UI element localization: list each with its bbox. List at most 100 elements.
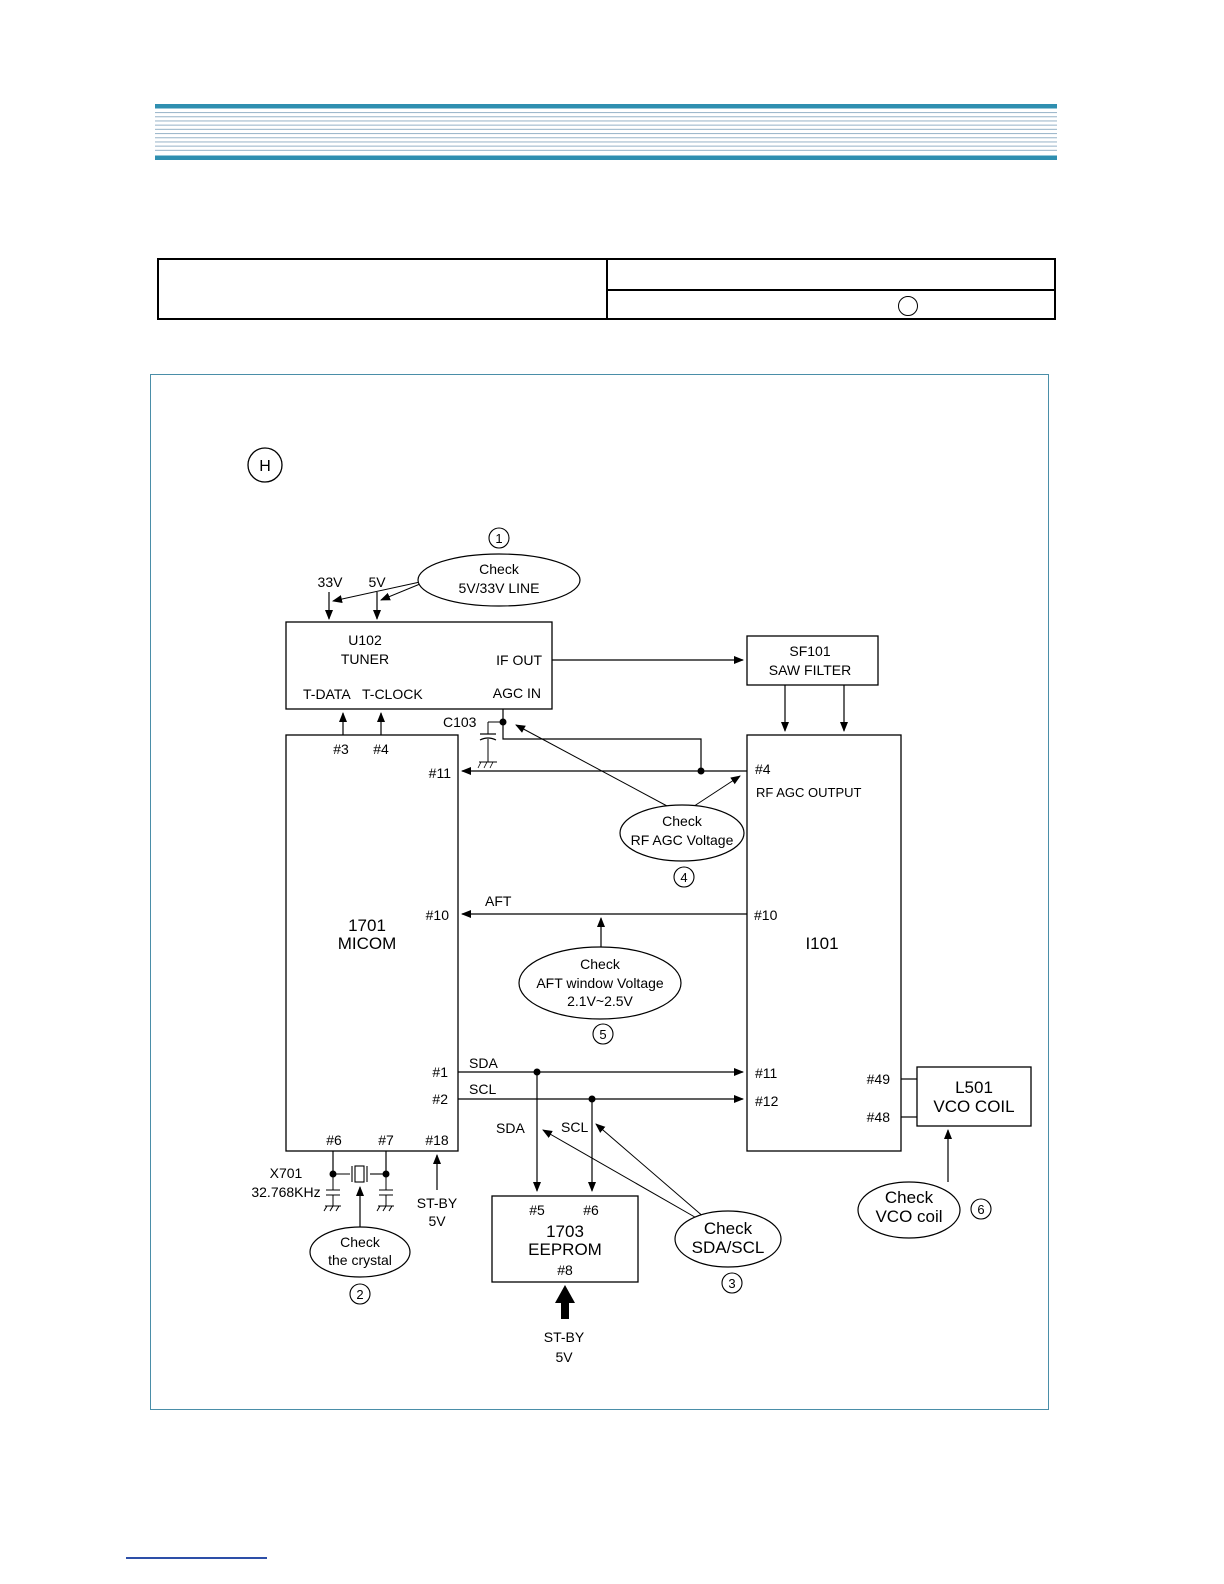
check-1-number: 1 [495,531,502,546]
check-1-line-1: Check [479,561,520,577]
micom-pin-10: #10 [426,907,450,923]
check-2-bubble [309,1226,411,1278]
tuner-t-clock: T-CLOCK [362,686,423,702]
header-stripe [155,128,1057,130]
i101-pin-11: #11 [755,1065,778,1081]
tuner-if-out: IF OUT [496,652,542,668]
eeprom-stby: ST-BY [544,1329,585,1345]
micom-name: MICOM [338,934,397,953]
check-4-number-circle [673,866,695,888]
check-4-line-2: RF AGC Voltage [631,832,734,848]
micom-pin-3: #3 [333,741,349,757]
vco-name: VCO COIL [933,1097,1014,1116]
vco-coil-block [916,1066,1032,1127]
eeprom-scl-label: SCL [561,1119,588,1135]
micom-block [285,734,459,1152]
header-stripe [155,145,1057,147]
header-stripe [155,141,1057,143]
tuner-ref: U102 [348,632,382,648]
header-stripe [155,116,1057,118]
check-1-line-2: 5V/33V LINE [459,580,540,596]
check-6-number-circle [970,1198,992,1220]
header-stripe [155,133,1057,135]
footer-rule [126,1557,267,1559]
check-2-number-circle [349,1283,371,1305]
i101-pin-48: #48 [867,1109,891,1125]
check-3-number-circle [721,1272,743,1294]
i101-block [746,734,902,1152]
check-4-number: 4 [680,870,687,885]
micom-pin-1: #1 [432,1064,448,1080]
check-6-bubble [857,1181,961,1239]
check-4-bubble [619,804,745,862]
micom-ref: 1701 [348,916,386,935]
micom-stby: ST-BY [417,1195,458,1211]
tuner-t-data: T-DATA [303,686,351,702]
eeprom-pin-5: #5 [529,1202,545,1218]
diagram-frame [150,374,1049,1410]
check-5-line-3: 2.1V~2.5V [567,993,633,1009]
micom-pin-6: #6 [326,1132,342,1148]
check-6-line-1: Check [885,1188,934,1207]
check-6-line-2: VCO coil [875,1207,942,1226]
saw-filter-block [746,635,879,686]
saw-ref: SF101 [789,643,830,659]
micom-pin-7: #7 [378,1132,394,1148]
eeprom-block [491,1195,639,1283]
check-5-line-2: AFT window Voltage [536,975,664,991]
eeprom-name: EEPROM [528,1240,602,1259]
header-stripe [155,149,1057,151]
i101-name: I101 [805,934,838,953]
header-stripe [155,112,1057,114]
vco-ref: L501 [955,1078,993,1097]
i101-pin-12: #12 [755,1093,779,1109]
eeprom-sda-label: SDA [496,1120,525,1136]
header-stripe [155,137,1057,139]
x701-frequency: 32.768KHz [251,1184,320,1200]
check-4-line-1: Check [662,813,703,829]
eeprom-pin-6: #6 [583,1202,599,1218]
micom-pin-4: #4 [373,741,389,757]
check-3-line-2: SDA/SCL [692,1238,765,1257]
signal-sda: SDA [469,1055,498,1071]
check-3-line-1: Check [704,1219,753,1238]
supply-5v: 5V [368,574,386,590]
section-marker: H [259,458,271,475]
check-5-bubble [518,946,682,1020]
check-5-line-1: Check [580,956,621,972]
check-2-number: 2 [356,1287,363,1302]
i101-pin-10: #10 [754,907,778,923]
i101-rf-agc-output: RF AGC OUTPUT [756,785,862,800]
x701-label: X701 [270,1165,303,1181]
signal-aft: AFT [485,893,512,909]
info-table [157,258,1056,320]
eeprom-pin-8: #8 [557,1262,573,1278]
check-2-line-2: the crystal [328,1252,392,1268]
header-stripe [155,120,1057,122]
header-band [155,104,1057,160]
tuner-agc-in: AGC IN [493,685,541,701]
check-5-number-circle [592,1023,614,1045]
check-3-bubble [674,1210,782,1268]
check-1-bubble [417,553,581,607]
micom-pin-2: #2 [432,1091,448,1107]
micom-pin-18: #18 [425,1132,449,1148]
i101-pin-49: #49 [867,1071,891,1087]
eeprom-stby-5v: 5V [555,1349,573,1365]
supply-33v: 33V [318,574,344,590]
signal-scl: SCL [469,1081,496,1097]
check-1-number-circle [488,527,510,549]
tuner-block [285,621,553,710]
micom-stby-5v: 5V [428,1213,446,1229]
saw-name: SAW FILTER [769,662,851,678]
eeprom-ref: 1703 [546,1222,584,1241]
header-stripe [155,124,1057,126]
section-marker-circle [247,447,283,483]
c103-label: C103 [443,714,477,730]
circle-marker [898,296,918,316]
check-2-line-1: Check [340,1234,381,1250]
check-6-number: 6 [977,1202,984,1217]
micom-pin-11: #11 [429,765,452,781]
table-divider-horizontal [606,289,1054,291]
